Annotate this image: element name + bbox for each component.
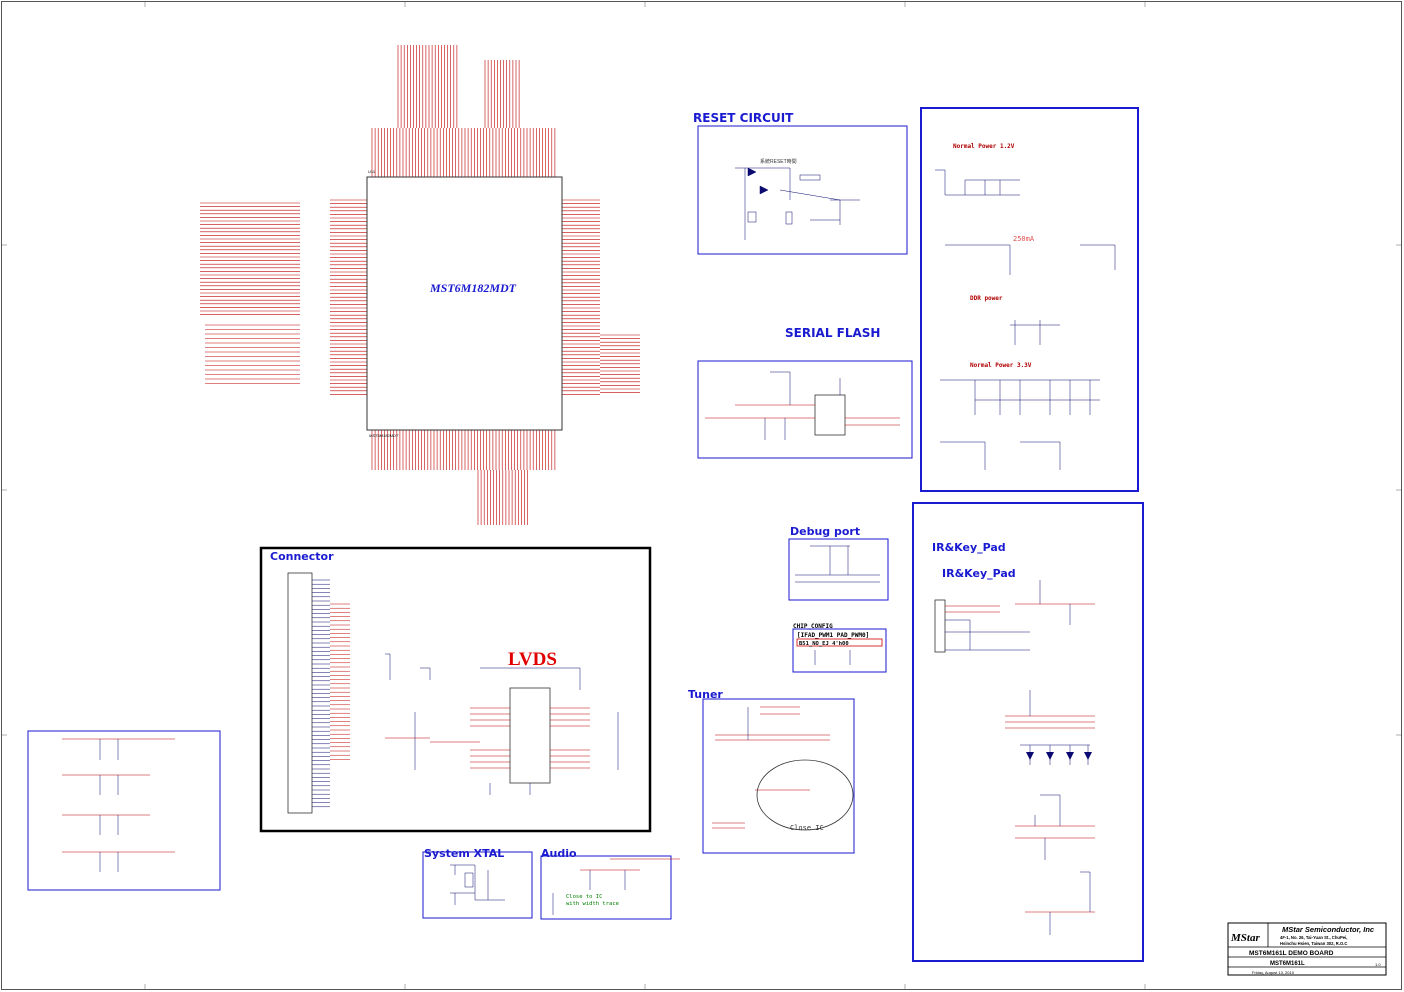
chip-config-title: CHIP_CONFIG [793, 623, 833, 630]
tuner-block: Tuner Close IC [688, 688, 855, 854]
reset-title: RESET CIRCUIT [693, 111, 794, 125]
connector-lvds-block: Connector LVDS [259, 546, 652, 833]
ic-ref: U11 [368, 169, 376, 174]
close-ic-note: Close IC [790, 824, 824, 832]
ic-body [366, 176, 563, 431]
chip-config-row: B51_NO_EJ 4'h00 [799, 641, 849, 647]
title-doc: MST6M161L [1270, 961, 1305, 967]
svg-text:系統RESET時間: 系統RESET時間 [760, 158, 797, 165]
chip-config-block: CHIP_CONFIG [IFAD_PWM1 PAD_PWM0] B51_NO_… [792, 623, 887, 673]
power-block: Normal Power 1.2V 250mA DDR power Normal… [920, 107, 1139, 492]
current-label: 250mA [1013, 235, 1035, 243]
audio-note-2: with width trace [566, 901, 619, 907]
title-block: MStar MStar Semiconductor, Inc 4F-1, No.… [1227, 922, 1387, 976]
ic-part-name: MST6M182MDT [429, 281, 517, 295]
title-company: MStar Semiconductor, Inc [1282, 925, 1375, 934]
close-ic-outline [756, 759, 854, 831]
debug-title: Debug port [790, 525, 860, 538]
tuner-title: Tuner [688, 688, 723, 701]
serial-flash-title: SERIAL FLASH [785, 326, 880, 340]
audio-note-1: Close to IC [566, 894, 602, 900]
debug-port-block: Debug port [788, 525, 889, 601]
ir-key-pad-block: IR&Key_Pad IR&Key_Pad [912, 502, 1144, 962]
chip-config-header: [IFAD_PWM1 PAD_PWM0] [797, 632, 869, 639]
xtal-title: System XTAL [424, 847, 504, 860]
ir-key-title-a: IR&Key_Pad [932, 541, 1006, 554]
ddr-power-title: DDR power [970, 295, 1003, 302]
title-rev: 1.0 [1375, 962, 1381, 967]
ir-key-title-b: IR&Key_Pad [942, 567, 1016, 580]
title-addr2: Hsinchu Hsien, Taiwan 302, R.O.C [1280, 941, 1347, 946]
lvds-title: LVDS [508, 649, 557, 670]
main-ic: U11 MST6M182MDT MST6M182MDT [200, 45, 640, 525]
serial-flash-block: SERIAL FLASH [697, 326, 913, 459]
audio-title: Audio [541, 847, 577, 860]
reset-circuit-block: RESET CIRCUIT 系統RESET時間 [693, 111, 908, 255]
title-board: MST6M161L DEMO BOARD [1249, 950, 1334, 957]
power-12-title: Normal Power 1.2V [953, 143, 1015, 150]
audio-out-block [27, 730, 221, 891]
ic-bottom-label: MST6M182MDT [369, 433, 399, 438]
connector-title: Connector [270, 550, 334, 563]
audio-block: Audio Close to IC with width trace [540, 847, 680, 920]
title-date: Friday, August 13, 2010 [1252, 970, 1295, 975]
system-xtal-block: System XTAL [422, 847, 533, 919]
title-addr1: 4F-1, No. 26, Tai-Yuan St., ChuPei, [1280, 935, 1347, 940]
power-33-title: Normal Power 3.3V [970, 362, 1032, 369]
title-logo: MStar [1230, 932, 1260, 944]
